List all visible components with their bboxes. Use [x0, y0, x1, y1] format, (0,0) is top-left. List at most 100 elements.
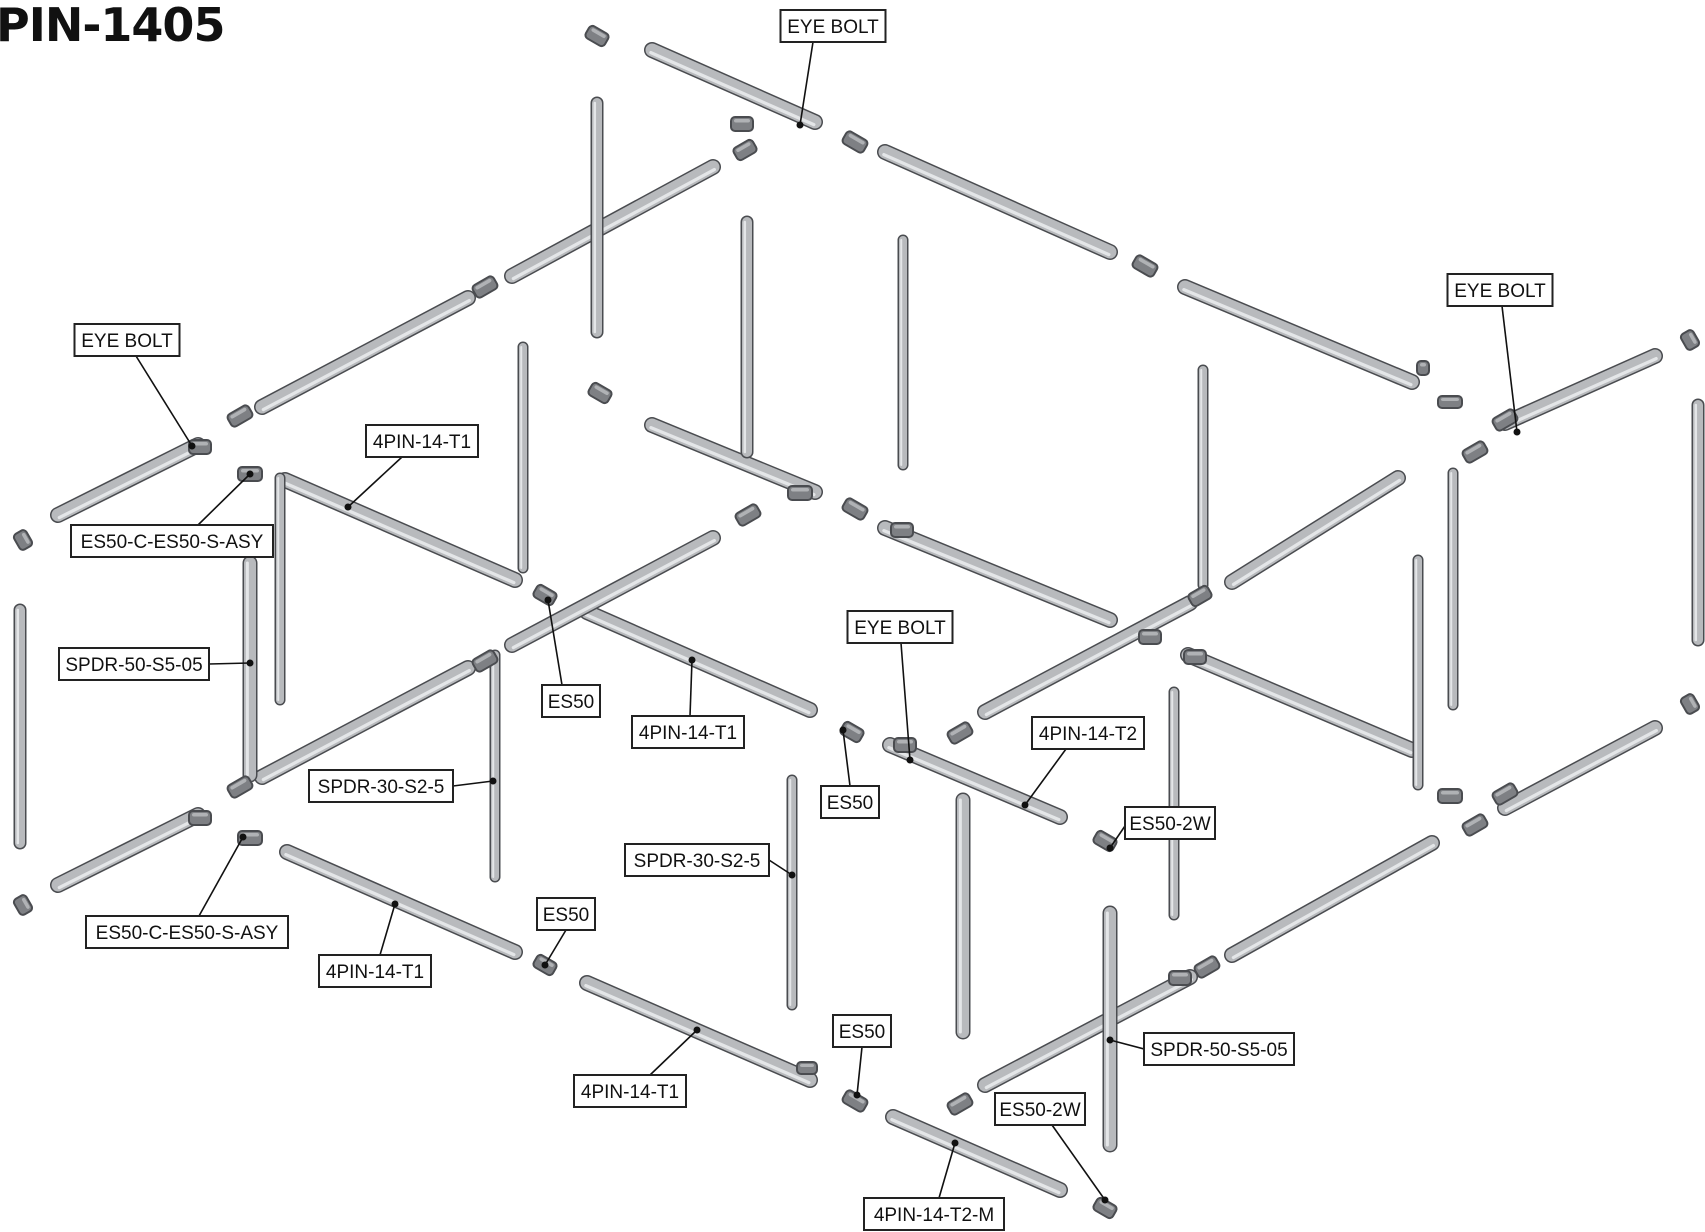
tube [50, 437, 206, 523]
tube [740, 215, 754, 459]
tube [1197, 364, 1209, 591]
fitting [1437, 395, 1463, 409]
part-label-text: SPDR-50-S5-05 [65, 655, 202, 676]
fitting [1461, 440, 1489, 464]
part-label-4pin-14-t2: 4PIN-14-T2 [1031, 716, 1145, 750]
tube [1102, 905, 1118, 1153]
part-label-eye-bolt-right: EYE BOLT [1446, 273, 1554, 307]
fitting [12, 894, 34, 916]
tube-members [13, 42, 1705, 1198]
part-label-text: ES50 [827, 793, 873, 814]
part-label-text: ES50-2W [1129, 814, 1210, 835]
tube [579, 604, 818, 718]
tube [277, 472, 523, 588]
fitting [841, 130, 869, 154]
fitting [1679, 329, 1701, 351]
part-label-es50-a: ES50 [541, 684, 601, 718]
tube [504, 530, 721, 653]
tube [504, 159, 721, 284]
tube [279, 844, 523, 960]
part-label-4pin-14-t1-c: 4PIN-14-T1 [318, 954, 432, 988]
part-label-text: ES50-2W [999, 1100, 1080, 1121]
part-label-es50-c-es50-s-asy-a: ES50-C-ES50-S-ASY [70, 524, 274, 558]
tube [254, 290, 476, 415]
leader-line [452, 777, 497, 787]
tube [1497, 720, 1663, 816]
fitting [1187, 584, 1213, 608]
leader-line [688, 656, 696, 717]
fitting [1461, 813, 1489, 837]
fitting [471, 275, 499, 299]
part-label-text: ES50 [543, 905, 589, 926]
fitting [188, 810, 212, 826]
leader-line [544, 596, 563, 686]
leader-line [379, 900, 399, 956]
tube [644, 417, 823, 500]
tube [977, 595, 1198, 720]
fitting [730, 116, 754, 132]
leader-line [1106, 1036, 1145, 1050]
tube [882, 737, 1068, 825]
fitting [841, 497, 869, 521]
part-label-es50-d: ES50 [832, 1014, 892, 1048]
fitting [1437, 788, 1463, 804]
leader-line [1021, 748, 1067, 809]
part-label-text: 4PIN-14-T1 [373, 432, 471, 453]
fitting [1491, 782, 1519, 806]
tube [897, 234, 909, 471]
part-label-text: EYE BOLT [854, 618, 946, 639]
part-label-eye-bolt-center: EYE BOLT [846, 610, 954, 644]
fitting [946, 721, 974, 745]
tube [274, 472, 286, 706]
tube [1497, 348, 1663, 431]
tube [877, 144, 1118, 260]
fitting [1138, 629, 1162, 645]
tube [1177, 279, 1420, 390]
tube [977, 969, 1198, 1093]
leader-line [198, 833, 247, 917]
part-label-text: 4PIN-14-T2 [1039, 724, 1137, 745]
fitting [890, 522, 914, 538]
part-label-text: 4PIN-14-T1 [581, 1082, 679, 1103]
leader-line [900, 642, 914, 764]
tube [1168, 686, 1180, 921]
fitting [734, 503, 762, 527]
fitting [787, 485, 813, 501]
fitting [839, 720, 865, 744]
part-label-text: EYE BOLT [1454, 281, 1546, 302]
fitting [532, 583, 558, 607]
fittings [12, 24, 1701, 1220]
part-label-4pin-14-t1-a: 4PIN-14-T1 [365, 424, 479, 458]
part-label-text: SPDR-30-S2-5 [318, 777, 445, 798]
fitting [226, 404, 254, 428]
tube [1447, 467, 1459, 711]
part-label-text: ES50-C-ES50-S-ASY [81, 532, 264, 553]
part-label-text: 4PIN-14-T1 [639, 723, 737, 744]
part-label-es50-2w-b: ES50-2W [994, 1092, 1086, 1126]
leader-lines [135, 41, 1521, 1204]
fitting [12, 529, 34, 551]
fitting [471, 649, 499, 673]
part-label-es50-c: ES50 [536, 897, 596, 931]
tube [1224, 835, 1440, 963]
leader-line [768, 859, 796, 879]
tube [955, 792, 971, 1040]
leader-line [197, 470, 254, 526]
part-label-es50-c-es50-s-asy-b: ES50-C-ES50-S-ASY [85, 915, 289, 949]
leader-line [853, 1046, 863, 1099]
fitting [1491, 408, 1519, 432]
part-label-eye-bolt-left: EYE BOLT [73, 323, 181, 357]
tube [885, 1109, 1068, 1198]
tube [254, 660, 476, 785]
leader-line [839, 726, 851, 787]
part-label-text: SPDR-30-S2-5 [634, 851, 761, 872]
tube [1180, 647, 1420, 758]
fitting [226, 775, 254, 799]
tube [1691, 398, 1705, 647]
part-label-text: 4PIN-14-T2-M [874, 1205, 994, 1226]
tube [489, 649, 501, 883]
leader-line [135, 355, 196, 450]
fitting [584, 24, 610, 48]
part-label-spdr-50-s5-05-b: SPDR-50-S5-05 [1143, 1032, 1295, 1066]
